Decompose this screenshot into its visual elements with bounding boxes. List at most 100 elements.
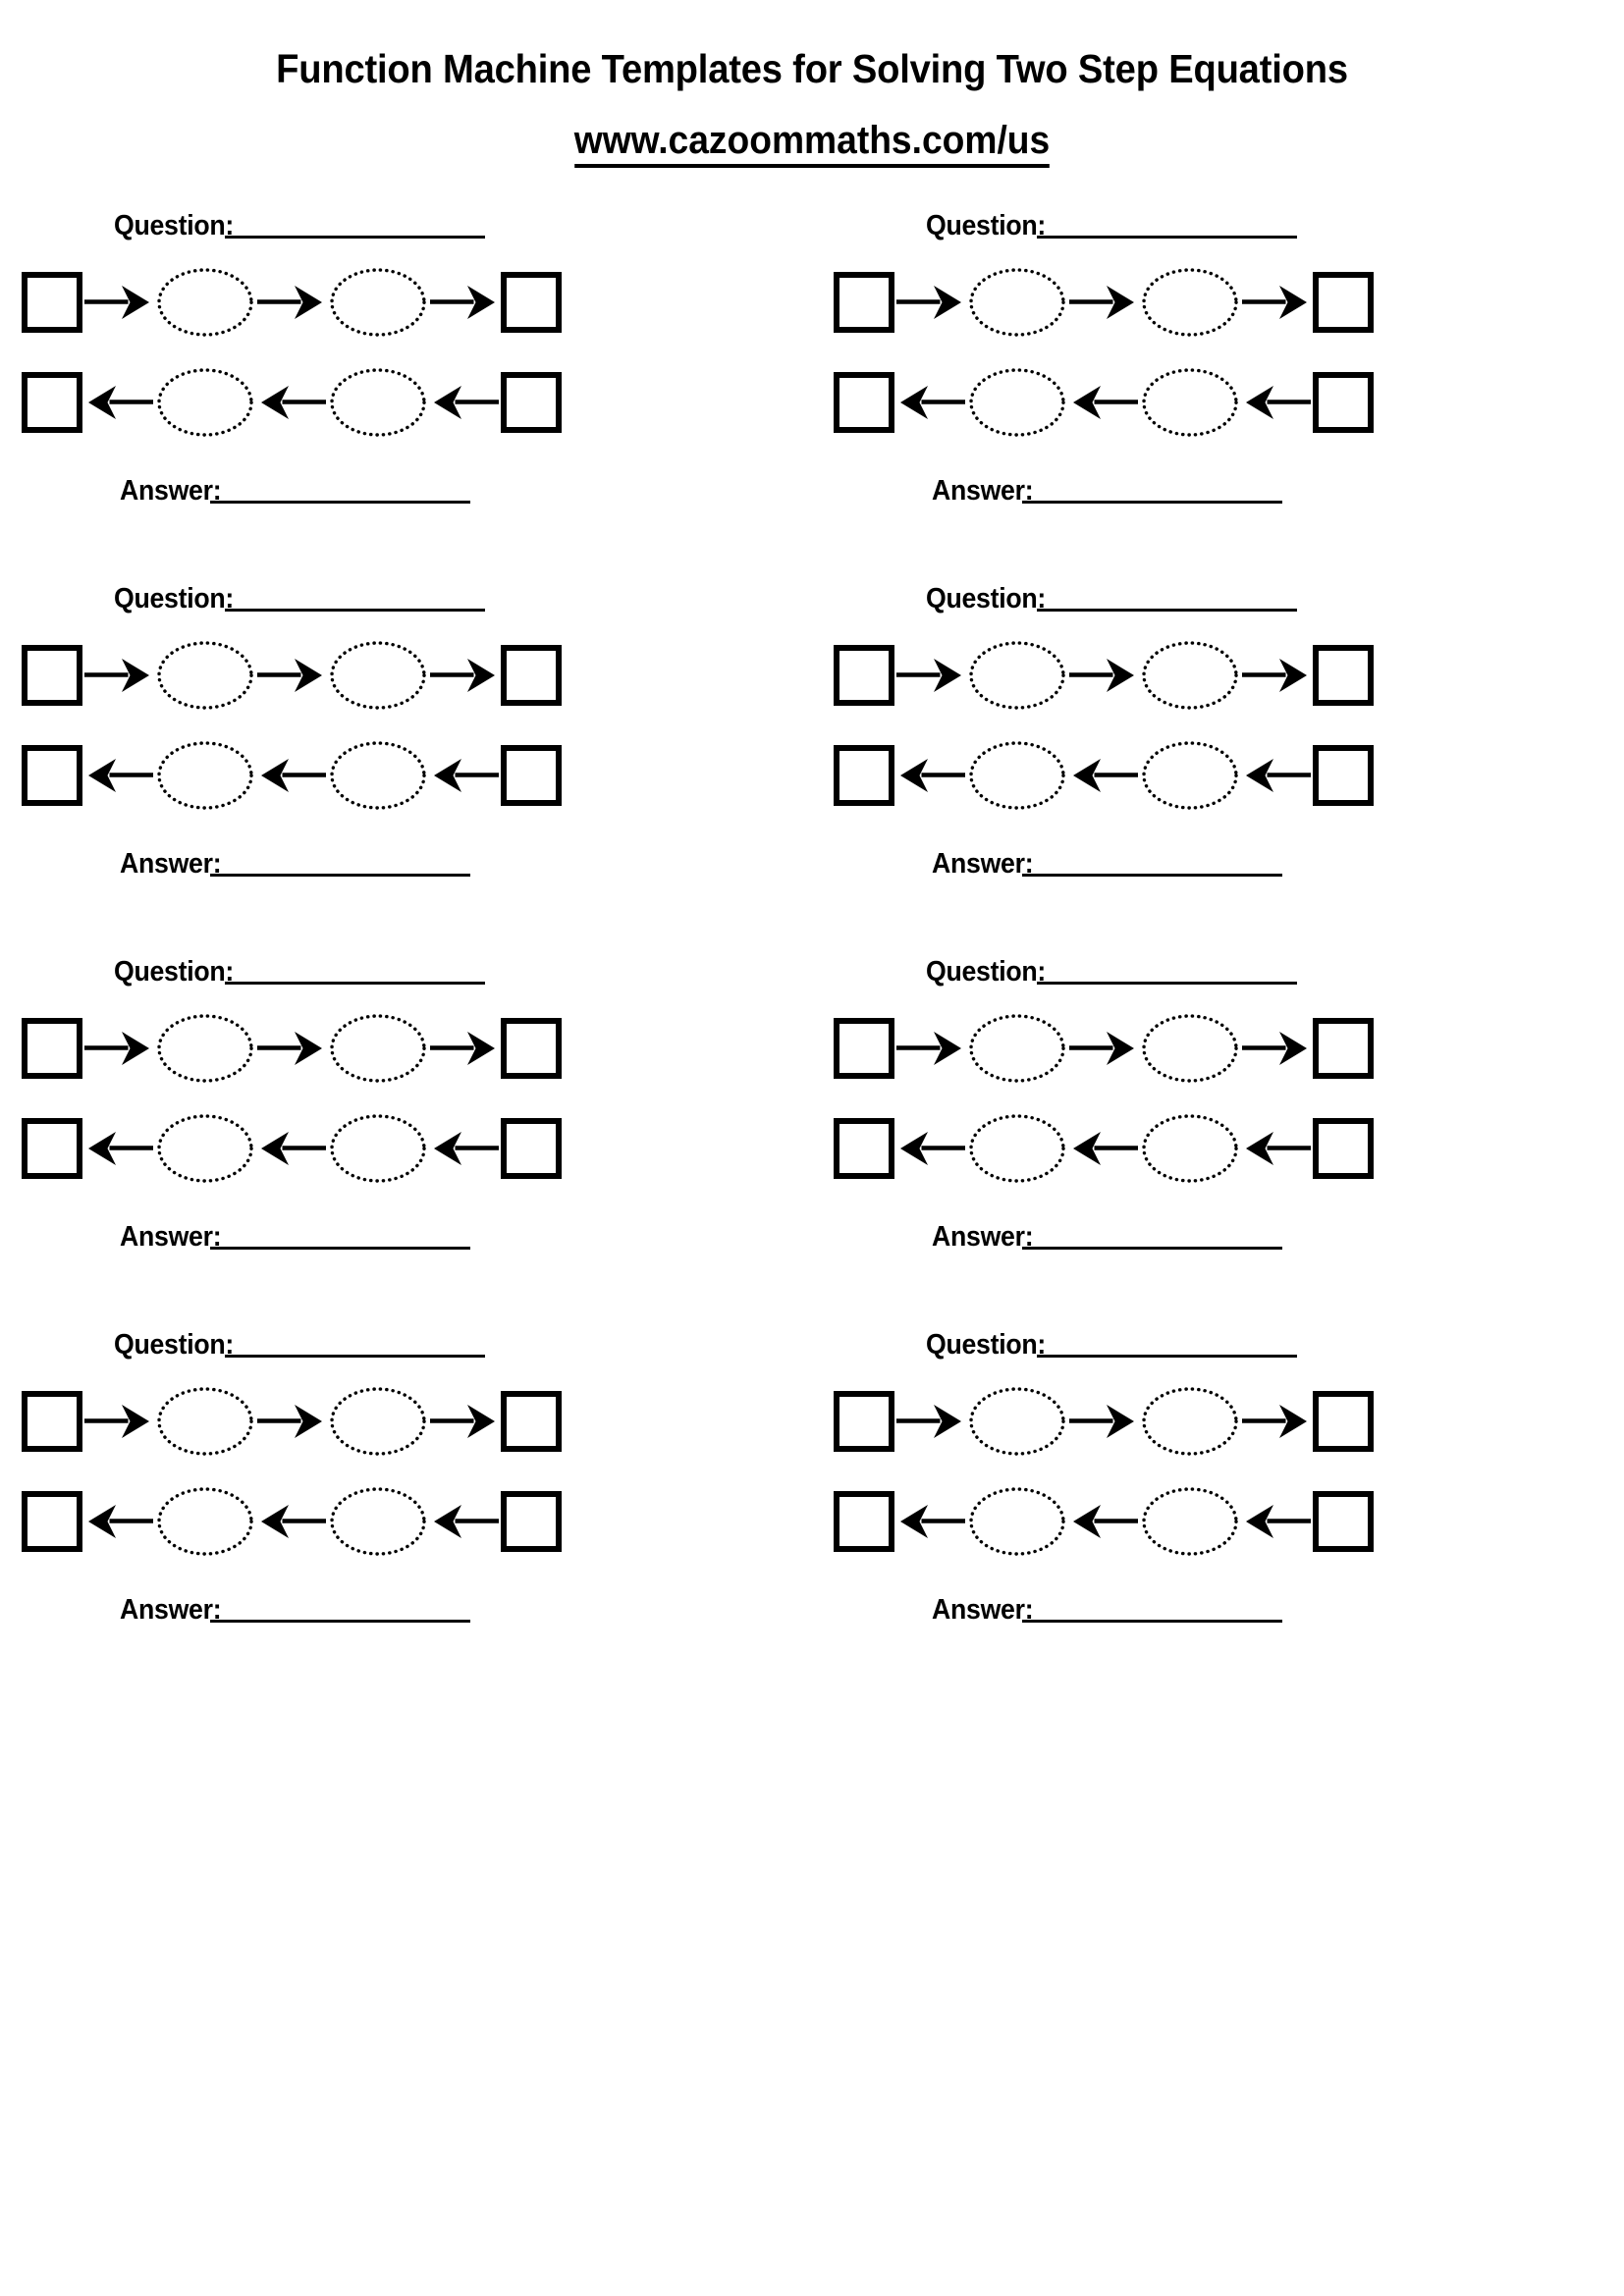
- output-box[interactable]: [501, 272, 562, 334]
- question-answer-blank[interactable]: [224, 236, 485, 240]
- arrow-left-icon: [1073, 759, 1138, 793]
- forward-chain: [834, 254, 1604, 350]
- output-box[interactable]: [1313, 1391, 1374, 1453]
- block-spacer: [22, 1197, 792, 1206]
- output-box[interactable]: [501, 1391, 562, 1453]
- page-header: Function Machine Templates for Solving T…: [0, 0, 1624, 169]
- reverse-output-box[interactable]: [834, 1118, 894, 1180]
- reverse-output-box[interactable]: [834, 745, 894, 807]
- output-box[interactable]: [501, 1018, 562, 1080]
- dotted-ellipse-icon[interactable]: [155, 639, 255, 712]
- dotted-ellipse-icon[interactable]: [967, 1385, 1067, 1458]
- question-answer-blank[interactable]: [224, 1355, 485, 1359]
- dotted-ellipse-icon[interactable]: [1140, 739, 1240, 812]
- output-box[interactable]: [501, 645, 562, 707]
- answer-blank[interactable]: [210, 1620, 471, 1624]
- dotted-ellipse-icon[interactable]: [155, 266, 255, 339]
- reverse-output-box[interactable]: [22, 1118, 82, 1180]
- reverse-output-box[interactable]: [834, 372, 894, 434]
- answer-blank[interactable]: [210, 874, 471, 878]
- dotted-ellipse-icon[interactable]: [328, 366, 428, 439]
- reverse-input-box[interactable]: [1313, 1491, 1374, 1553]
- reverse-input-box[interactable]: [1313, 745, 1374, 807]
- answer-blank[interactable]: [1022, 874, 1283, 878]
- dotted-ellipse-icon[interactable]: [1140, 366, 1240, 439]
- block-spacer: [834, 1197, 1604, 1206]
- dotted-ellipse-icon[interactable]: [328, 1012, 428, 1085]
- answer-blank[interactable]: [1022, 1620, 1283, 1624]
- dotted-ellipse-icon[interactable]: [155, 1485, 255, 1558]
- reverse-chain: [22, 1100, 792, 1197]
- dotted-ellipse-icon[interactable]: [155, 1012, 255, 1085]
- dotted-ellipse-icon[interactable]: [967, 1012, 1067, 1085]
- dotted-ellipse-icon[interactable]: [1140, 266, 1240, 339]
- reverse-output-box[interactable]: [22, 745, 82, 807]
- question-answer-blank[interactable]: [1036, 609, 1297, 613]
- arrow-left-icon: [1246, 1132, 1311, 1166]
- input-box[interactable]: [834, 645, 894, 707]
- website-url-text: www.cazoommaths.com/us: [573, 119, 1051, 169]
- question-answer-blank[interactable]: [1036, 236, 1297, 240]
- dotted-ellipse-icon[interactable]: [155, 739, 255, 812]
- input-box[interactable]: [22, 272, 82, 334]
- reverse-input-box[interactable]: [1313, 1118, 1374, 1180]
- reverse-input-box[interactable]: [501, 745, 562, 807]
- dotted-ellipse-icon[interactable]: [328, 1485, 428, 1558]
- dotted-ellipse-icon[interactable]: [155, 366, 255, 439]
- dotted-ellipse-icon[interactable]: [967, 266, 1067, 339]
- reverse-input-box[interactable]: [501, 1118, 562, 1180]
- arrow-right-icon: [84, 1405, 149, 1439]
- dotted-ellipse-icon[interactable]: [1140, 1485, 1240, 1558]
- reverse-input-box[interactable]: [1313, 372, 1374, 434]
- dotted-ellipse-icon[interactable]: [967, 639, 1067, 712]
- arrow-right-icon: [257, 659, 322, 693]
- dotted-ellipse-icon[interactable]: [328, 739, 428, 812]
- block-spacer: [22, 824, 792, 833]
- dotted-ellipse-icon[interactable]: [1140, 1012, 1240, 1085]
- input-box[interactable]: [22, 1391, 82, 1453]
- input-box[interactable]: [834, 1391, 894, 1453]
- reverse-input-box[interactable]: [501, 372, 562, 434]
- dotted-ellipse-icon[interactable]: [328, 1385, 428, 1458]
- reverse-input-box[interactable]: [501, 1491, 562, 1553]
- dotted-ellipse-icon[interactable]: [967, 1485, 1067, 1558]
- reverse-chain: [834, 727, 1604, 824]
- reverse-output-box[interactable]: [22, 1491, 82, 1553]
- arrow-left-icon: [434, 386, 499, 420]
- dotted-ellipse-icon[interactable]: [967, 366, 1067, 439]
- dotted-ellipse-icon[interactable]: [328, 266, 428, 339]
- question-answer-blank[interactable]: [1036, 982, 1297, 986]
- dotted-ellipse-icon[interactable]: [155, 1112, 255, 1185]
- dotted-ellipse-icon[interactable]: [328, 1112, 428, 1185]
- answer-blank[interactable]: [210, 1247, 471, 1251]
- reverse-output-box[interactable]: [22, 372, 82, 434]
- dotted-ellipse-icon[interactable]: [155, 1385, 255, 1458]
- arrow-left-icon: [900, 1505, 965, 1539]
- question-line: Question:: [834, 941, 1604, 987]
- input-box[interactable]: [22, 1018, 82, 1080]
- block-spacer: [22, 451, 792, 460]
- block-spacer: [22, 1570, 792, 1579]
- dotted-ellipse-icon[interactable]: [967, 739, 1067, 812]
- answer-blank[interactable]: [1022, 501, 1283, 505]
- input-box[interactable]: [834, 1018, 894, 1080]
- dotted-ellipse-icon[interactable]: [328, 639, 428, 712]
- dotted-ellipse-icon[interactable]: [1140, 1385, 1240, 1458]
- page-title: Function Machine Templates for Solving T…: [276, 46, 1348, 91]
- dotted-ellipse-icon[interactable]: [1140, 1112, 1240, 1185]
- dotted-ellipse-icon[interactable]: [1140, 639, 1240, 712]
- question-answer-blank[interactable]: [224, 982, 485, 986]
- output-box[interactable]: [1313, 645, 1374, 707]
- dotted-ellipse-icon[interactable]: [967, 1112, 1067, 1185]
- answer-blank[interactable]: [210, 501, 471, 505]
- reverse-output-box[interactable]: [834, 1491, 894, 1553]
- input-box[interactable]: [22, 645, 82, 707]
- arrow-left-icon: [261, 386, 326, 420]
- output-box[interactable]: [1313, 1018, 1374, 1080]
- question-answer-blank[interactable]: [224, 609, 485, 613]
- question-answer-blank[interactable]: [1036, 1355, 1297, 1359]
- input-box[interactable]: [834, 272, 894, 334]
- output-box[interactable]: [1313, 272, 1374, 334]
- forward-chain: [22, 627, 792, 723]
- answer-blank[interactable]: [1022, 1247, 1283, 1251]
